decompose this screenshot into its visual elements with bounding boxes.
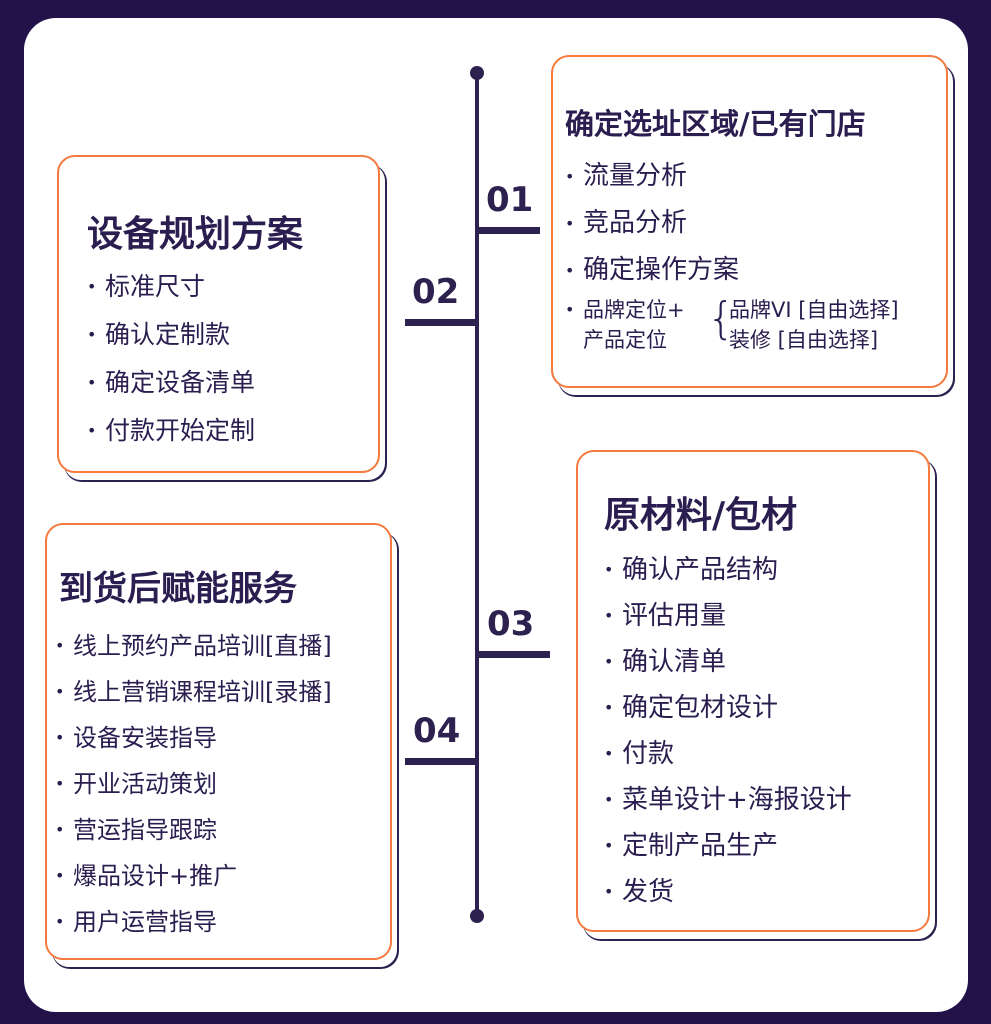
brace-icon: { <box>707 293 735 344</box>
list-item: 开业活动策划 <box>55 761 332 807</box>
step-04-list: 线上预约产品培训[直播] 线上营销课程培训[录播] 设备安装指导 开业活动策划 … <box>55 623 332 945</box>
step-02-number: 02 <box>412 272 460 312</box>
step-04-number: 04 <box>413 711 461 751</box>
list-item: 确定设备清单 <box>87 359 255 407</box>
step-01-number: 01 <box>486 180 534 220</box>
list-item: 线上预约产品培训[直播] <box>55 623 332 669</box>
step-02-list: 标准尺寸 确认定制款 确定设备清单 付款开始定制 <box>87 263 255 455</box>
brand-option: 品牌VI [自由选择] <box>729 298 899 322</box>
step-04-title: 到货后赋能服务 <box>59 569 297 609</box>
step-02-bar <box>405 319 477 326</box>
list-item: 确认清单 <box>604 639 852 685</box>
list-item: 爆品设计+推广 <box>55 853 332 899</box>
list-item: 设备安装指导 <box>55 715 332 761</box>
list-item: 菜单设计+海报设计 <box>604 777 852 823</box>
step-03-bar <box>477 651 550 658</box>
list-item: 付款 <box>604 731 852 777</box>
list-item: 用户运营指导 <box>55 899 332 945</box>
list-item: 付款开始定制 <box>87 407 255 455</box>
brand-left-text: 品牌定位+ <box>583 298 685 322</box>
step-01-bar <box>477 227 540 234</box>
brand-option: 装修 [自由选择] <box>729 328 879 352</box>
brand-positioning: •品牌定位+ 产品定位 <box>565 295 685 355</box>
list-item: 确认定制款 <box>87 311 255 359</box>
step-01-list: 流量分析 竞品分析 确定操作方案 <box>565 153 739 294</box>
list-item: 竞品分析 <box>565 200 739 247</box>
step-03-list: 确认产品结构 评估用量 确认清单 确定包材设计 付款 菜单设计+海报设计 定制产… <box>604 547 852 915</box>
step-01-card: 确定选址区域/已有门店 流量分析 竞品分析 确定操作方案 •品牌定位+ 产品定位… <box>551 55 948 388</box>
list-item: 定制产品生产 <box>604 823 852 869</box>
list-item: 线上营销课程培训[录播] <box>55 669 332 715</box>
step-02-card: 设备规划方案 标准尺寸 确认定制款 确定设备清单 付款开始定制 <box>57 155 380 473</box>
brand-left-2: 产品定位 <box>583 328 667 352</box>
step-03-number: 03 <box>487 604 535 644</box>
list-item: 标准尺寸 <box>87 263 255 311</box>
list-item: 确定操作方案 <box>565 247 739 294</box>
brand-options: 品牌VI [自由选择] 装修 [自由选择] <box>729 295 899 355</box>
list-item: 发货 <box>604 869 852 915</box>
step-04-bar <box>405 758 477 765</box>
step-02-title: 设备规划方案 <box>87 214 304 255</box>
step-04-card: 到货后赋能服务 线上预约产品培训[直播] 线上营销课程培训[录播] 设备安装指导… <box>45 523 392 960</box>
brand-left-1: •品牌定位+ <box>565 298 685 322</box>
step-03-title: 原材料/包材 <box>604 495 798 536</box>
list-item: 营运指导跟踪 <box>55 807 332 853</box>
timeline-end-dot <box>470 909 484 923</box>
timeline-start-dot <box>470 66 484 80</box>
step-01-title: 确定选址区域/已有门店 <box>565 107 866 141</box>
list-item: 确定包材设计 <box>604 685 852 731</box>
list-item: 评估用量 <box>604 593 852 639</box>
list-item: 流量分析 <box>565 153 739 200</box>
step-03-card: 原材料/包材 确认产品结构 评估用量 确认清单 确定包材设计 付款 菜单设计+海… <box>576 450 930 932</box>
list-item: 确认产品结构 <box>604 547 852 593</box>
timeline-line <box>475 73 479 916</box>
